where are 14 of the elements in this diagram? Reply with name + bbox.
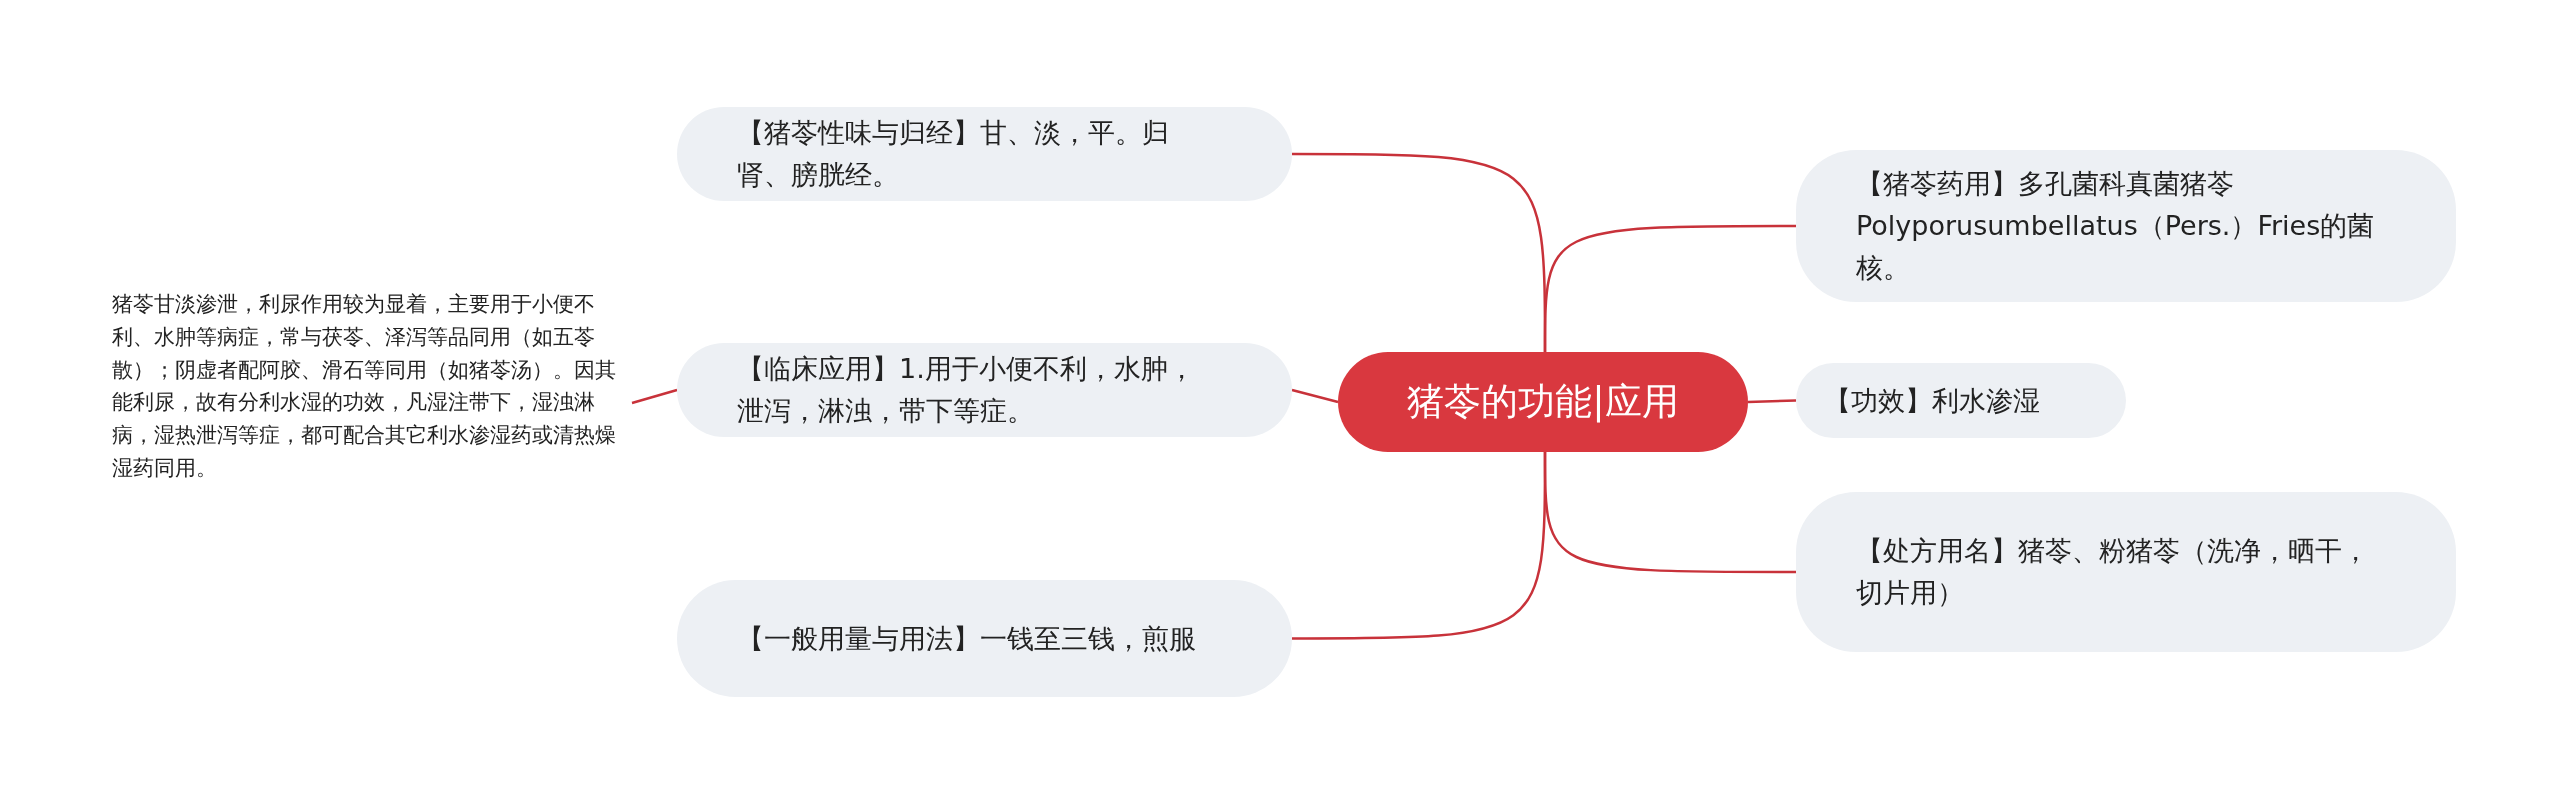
connector-line [631, 388, 678, 405]
connector-line [1747, 399, 1797, 404]
node-text: 猪苓的功能|应用 [1407, 379, 1679, 425]
node-text: 【功效】利水渗湿 [1824, 383, 2040, 418]
note-text: 猪苓甘淡渗泄，利尿作用较为显着，主要用于小便不利、水肿等病症，常与茯苓、泽泻等品同用（如五苓散）；阴虚者配阿胶、滑石等同用（如猪苓汤）。因其能利尿，故有分利水湿的功效，凡湿注带下，湿浊淋病，湿热泄泻等症，都可配合其它利水渗湿药或清热燥湿药同用。 [112, 288, 632, 518]
topic-bubble [1796, 492, 2456, 652]
node-text: 【一般用量与用法】一钱至三钱，煎服 [737, 621, 1196, 656]
node-text: 【猪苓性味与归经】甘、淡，平。归肾、膀胱经。 [737, 116, 1170, 192]
node-text: 【临床应用】1.用于小便不利，水肿，泄泻，淋浊，带下等症。 [737, 352, 1196, 428]
node-text: 【处方用名】猪苓、粉猪苓（洗净，晒干，切片用） [1856, 534, 2370, 610]
connector-line [1543, 224, 1796, 352]
connector-line [1291, 388, 1339, 404]
node-text: 【猪苓药用】多孔菌科真菌猪苓Polyporusumbellatus（Pers.）Fries的菌核。 [1856, 167, 2376, 285]
connector-line [1543, 452, 1796, 574]
